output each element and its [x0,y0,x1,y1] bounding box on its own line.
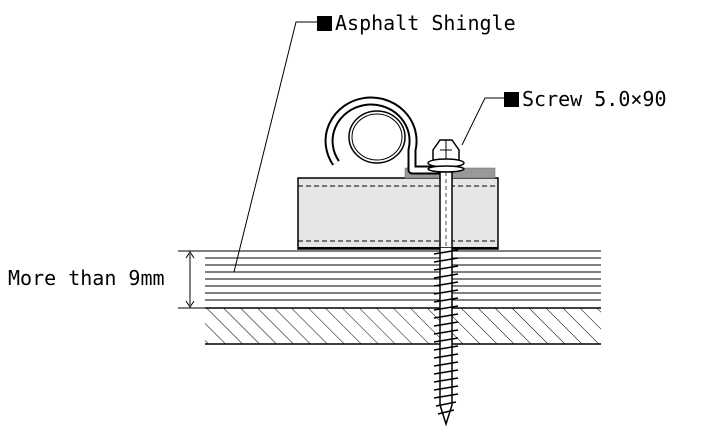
screw-text: Screw 5.0×90 [522,87,667,111]
asphalt-shingle-label: Asphalt Shingle [317,11,516,35]
asphalt-shingle-layers [205,250,601,301]
substrate-board [205,307,601,345]
square-bullet-icon [504,92,519,107]
mounting-block [297,177,499,250]
square-bullet-icon [317,16,332,31]
thickness-text: More than 9mm [8,266,165,290]
asphalt-shingle-text: Asphalt Shingle [335,11,516,35]
thickness-dimension [178,250,205,309]
screw [427,139,465,427]
pipe-clamp [324,96,440,175]
leader-lines [233,21,504,273]
screw-label: Screw 5.0×90 [504,87,667,111]
thickness-label: More than 9mm [8,266,165,290]
